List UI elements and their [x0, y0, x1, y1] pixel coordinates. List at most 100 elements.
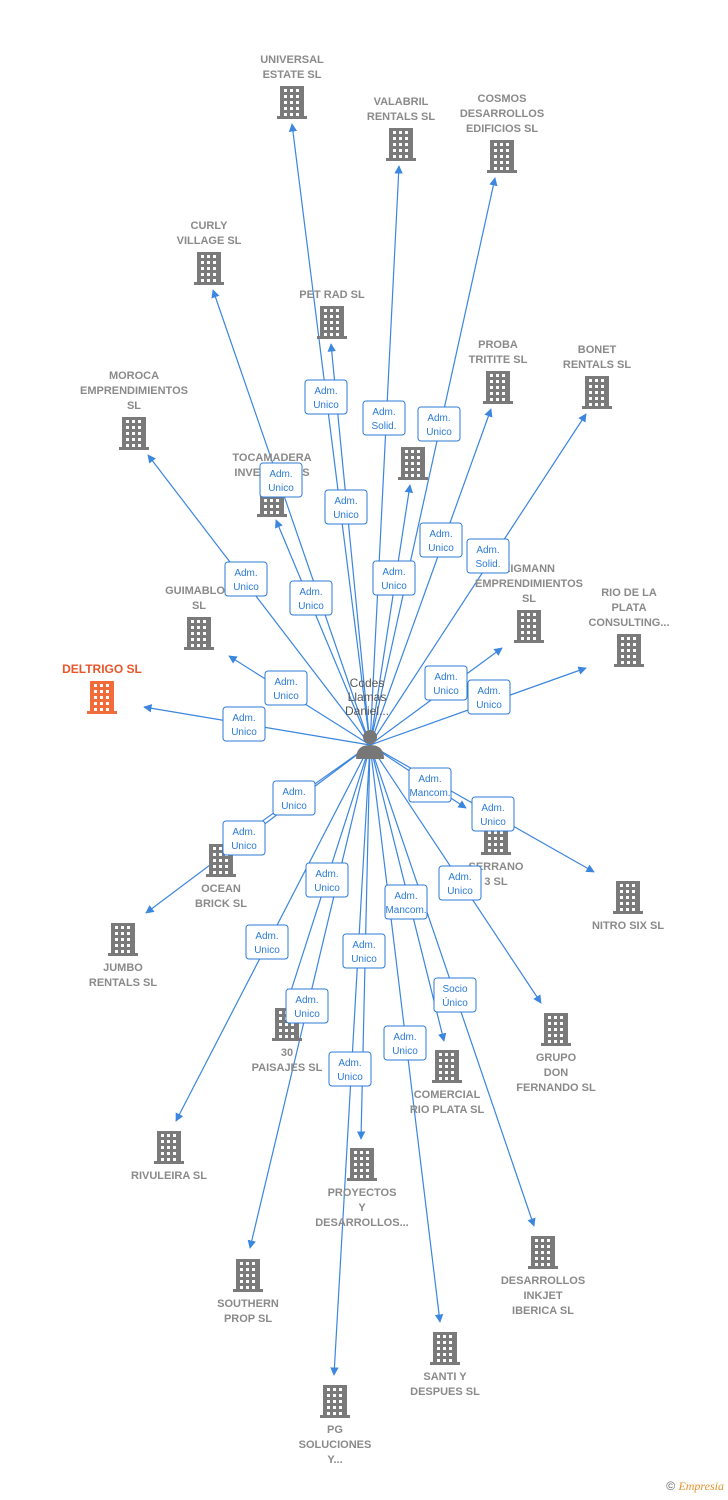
company-label: DESARROLLOS [501, 1275, 585, 1287]
company-node-proyectos[interactable]: PROYECTOSYDESARROLLOS... [315, 1148, 409, 1229]
role-text: Unico [447, 886, 473, 897]
role-text: Adm. [427, 413, 450, 424]
role-text: Adm. [477, 686, 500, 697]
company-label: BRICK SL [195, 898, 247, 910]
role-text: Adm. [314, 386, 337, 397]
role-badge: Adm.Unico [224, 561, 268, 597]
company-label: RENTALS SL [563, 359, 632, 371]
company-label: Y... [327, 1454, 342, 1466]
role-text: Unico [337, 1072, 363, 1083]
center-person-node[interactable]: CodesLlamasDaniel... [345, 676, 389, 759]
company-node-deltrigo[interactable]: DELTRIGO SL [62, 662, 142, 714]
company-label: IBERICA SL [512, 1305, 574, 1317]
company-node-petrad[interactable]: PET RAD SL [299, 289, 365, 339]
center-label: Codes [350, 676, 385, 690]
role-text: Adm. [282, 787, 305, 798]
company-label: CONSULTING... [588, 617, 669, 629]
role-text: Adm. [234, 568, 257, 579]
edge-moroca [147, 454, 371, 746]
company-label: MOROCA [109, 370, 159, 382]
building-icon [317, 306, 347, 339]
role-text: Unico [426, 427, 452, 438]
building-icon [487, 140, 517, 173]
role-text: Adm. [255, 931, 278, 942]
building-icon [614, 634, 644, 667]
role-text: Adm. [232, 713, 255, 724]
company-node-hidden1[interactable] [398, 447, 428, 480]
building-icon [430, 1332, 460, 1365]
company-label: EDIFICIOS SL [466, 123, 538, 135]
company-label: DESARROLLOS... [315, 1217, 409, 1229]
company-label: RENTALS SL [367, 111, 436, 123]
company-node-pg[interactable]: PGSOLUCIONESY... [299, 1385, 372, 1466]
role-text: Socio [442, 984, 467, 995]
role-badge: Adm.Unico [285, 988, 329, 1024]
copyright-icon: © [666, 1479, 676, 1493]
company-label: FERNANDO SL [516, 1082, 596, 1094]
company-label: PROBA [478, 339, 518, 351]
company-label: RENTALS SL [89, 977, 158, 989]
company-label: DESPUES SL [410, 1386, 480, 1398]
building-icon [386, 128, 416, 161]
company-node-bonet[interactable]: BONET RENTALS SL [563, 344, 632, 409]
role-text: Adm. [372, 407, 395, 418]
company-label: PLATA [611, 602, 646, 614]
role-badge: Adm.Unico [419, 522, 463, 558]
company-label: EMPRENDIMIENTOS [80, 385, 188, 397]
role-badge: Adm.Mancom. [408, 767, 452, 803]
role-badge: Adm.Unico [289, 580, 333, 616]
company-node-nitro[interactable]: NITRO SIX SL [592, 881, 664, 932]
company-node-rivuleira[interactable]: RIVULEIRA SL [131, 1131, 207, 1182]
company-label: SERRANO [468, 861, 523, 873]
center-node: CodesLlamasDaniel... [345, 676, 389, 759]
role-text: Mancom. [385, 905, 426, 916]
role-text: Único [442, 996, 468, 1009]
building-icon [320, 1385, 350, 1418]
edge-tocamadera [275, 519, 371, 746]
role-text: Unico [231, 841, 257, 852]
role-text: Adm. [429, 529, 452, 540]
company-label: PROYECTOS [328, 1187, 397, 1199]
role-text: Adm. [315, 869, 338, 880]
company-label: DON [544, 1067, 569, 1079]
building-icon [347, 1148, 377, 1181]
role-text: Solid. [475, 559, 500, 570]
building-icon [398, 447, 428, 480]
building-icon [184, 617, 214, 650]
role-badge: Adm.Unico [259, 462, 303, 498]
role-badge: Adm.Unico [328, 1051, 372, 1087]
footer: © Empresia [666, 1479, 724, 1494]
brand-logo[interactable]: Empresia [678, 1479, 724, 1493]
role-text: Unico [480, 817, 506, 828]
company-label: BONET [578, 344, 617, 356]
edge-proba [369, 408, 493, 746]
company-label: OCEAN [201, 883, 241, 895]
building-icon [514, 610, 544, 643]
company-label: RIO DE LA [601, 587, 657, 599]
company-node-riodelaplata[interactable]: RIO DE LA PLATA CONSULTING... [588, 587, 670, 667]
role-text: Unico [298, 601, 324, 612]
role-text: Unico [294, 1009, 320, 1020]
role-text: Solid. [371, 421, 396, 432]
role-text: Unico [476, 700, 502, 711]
building-icon [154, 1131, 184, 1164]
role-text: Unico [254, 945, 280, 956]
company-label: COMERCIAL [414, 1089, 481, 1101]
role-text: Adm. [334, 496, 357, 507]
company-label: PET RAD SL [299, 289, 365, 301]
